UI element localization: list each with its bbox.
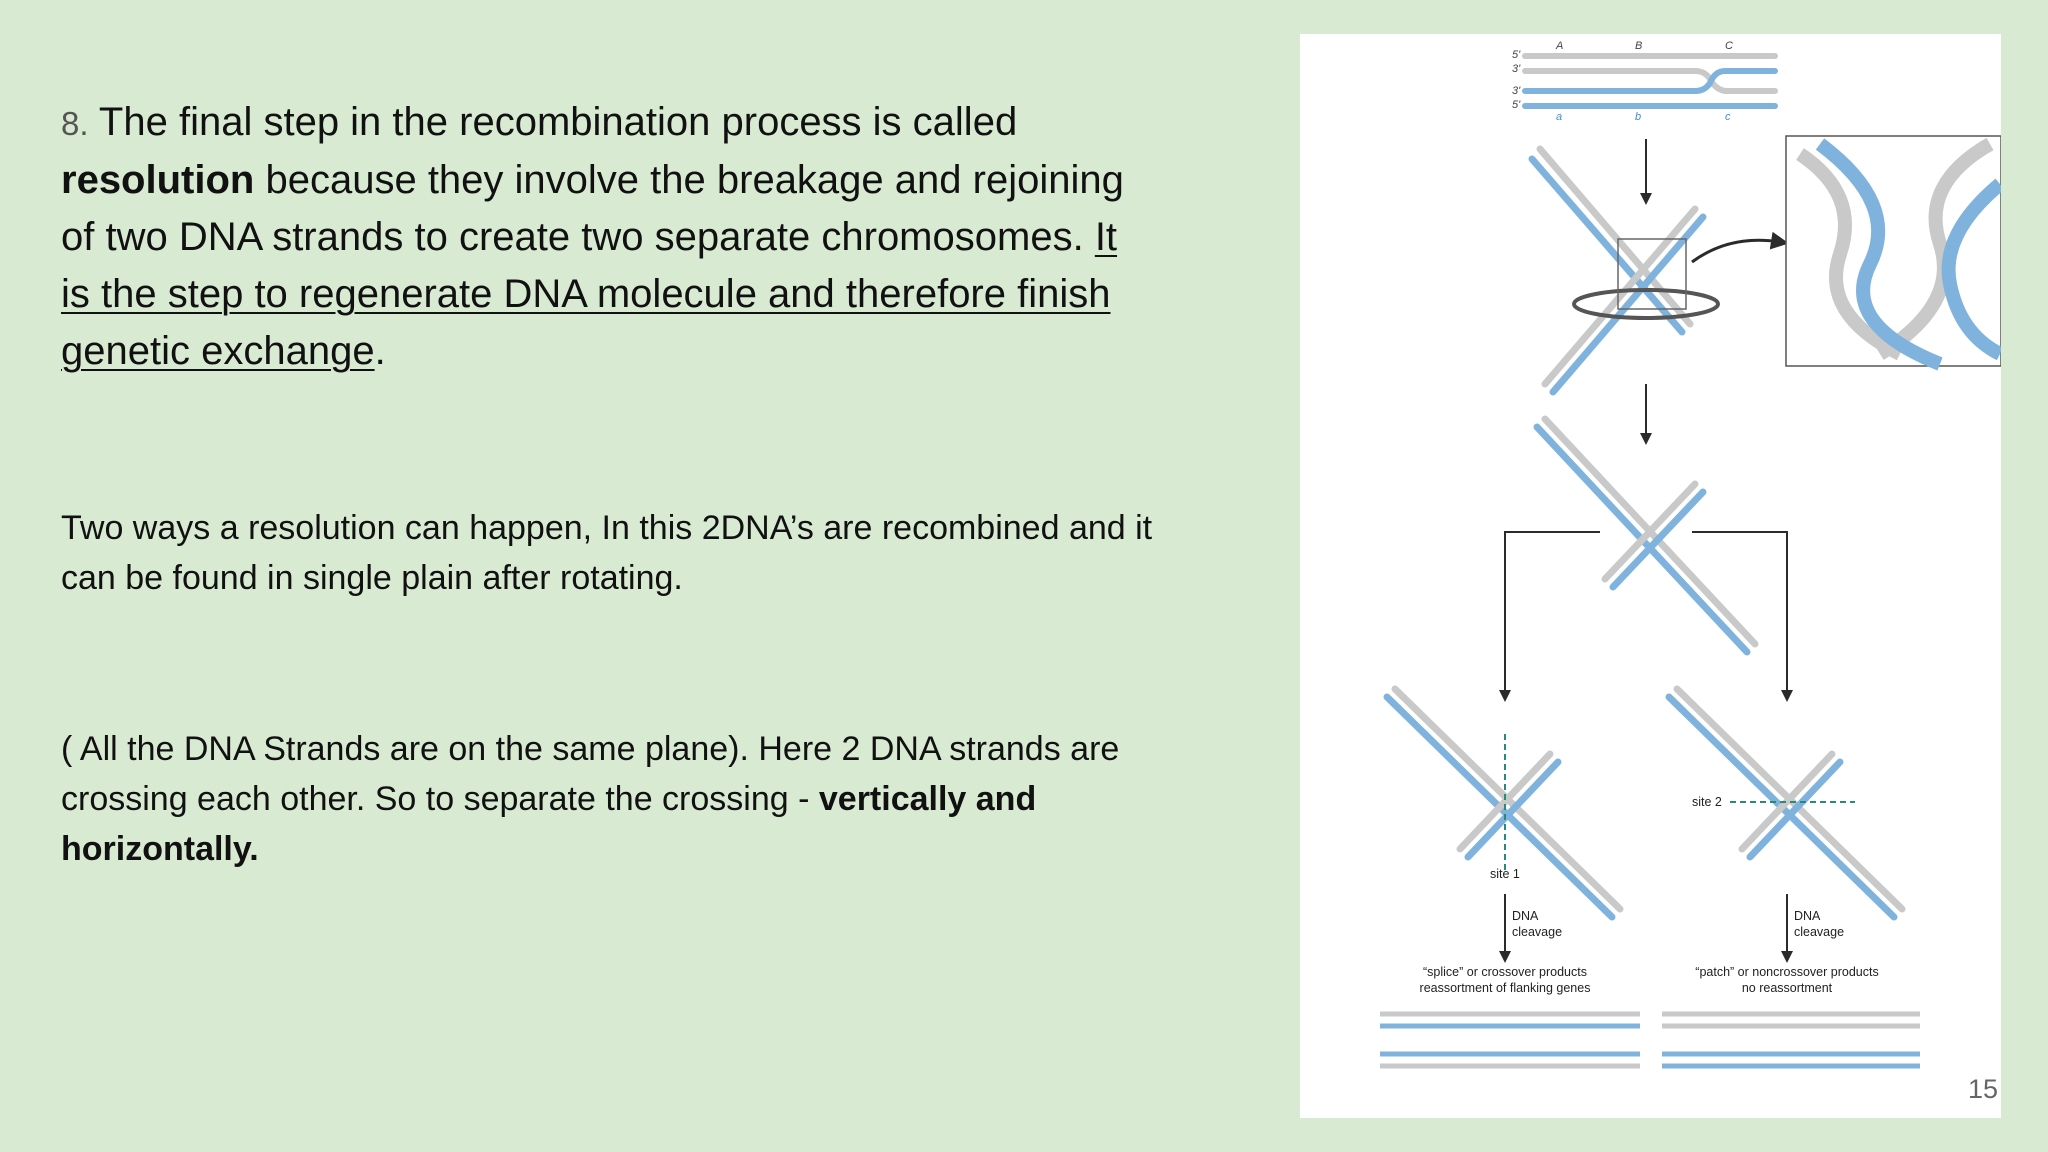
crossover-products xyxy=(1380,1011,1640,1069)
step-end: . xyxy=(374,329,386,373)
end-label-mid-5: 5' xyxy=(1512,99,1521,111)
cleavage-left-2: cleavage xyxy=(1512,925,1562,939)
end-label-top-5: 5' xyxy=(1512,49,1521,61)
label-a: a xyxy=(1556,111,1562,123)
label-A: A xyxy=(1555,40,1563,52)
caption-left-2: reassortment of flanking genes xyxy=(1420,981,1591,995)
label-B: B xyxy=(1635,40,1642,52)
site2-label: site 2 xyxy=(1692,795,1722,809)
site2-junction: site 2 xyxy=(1665,685,1906,921)
top-duplex: 5' 3' 3' 5' A B C a b c xyxy=(1512,40,1778,123)
plane-paragraph: ( All the DNA Strands are on the same pl… xyxy=(61,724,1181,874)
label-C: C xyxy=(1725,40,1733,52)
noncrossover-products xyxy=(1662,1011,1920,1069)
caption-left-1: “splice” or crossover products xyxy=(1423,965,1587,979)
label-b: b xyxy=(1635,111,1641,123)
step-paragraph: 8. The final step in the recombination p… xyxy=(61,94,1151,380)
cleavage-left-1: DNA xyxy=(1512,909,1539,923)
plane-bold-text: vertically and horizontally. xyxy=(61,780,1037,868)
step-sentence-2: because they involve the breakage and re… xyxy=(61,158,1124,259)
resolution-diagram: 5' 3' 3' 5' A B C a b c xyxy=(1300,34,2001,1118)
step-sentence-1: The final step in the recombination proc… xyxy=(98,100,1018,144)
plane-text: ( All the DNA Strands are on the same pl… xyxy=(61,730,1120,818)
page-number: 15 xyxy=(1968,1074,1999,1104)
end-label-mid-3: 3' xyxy=(1512,85,1521,97)
resolution-term: resolution xyxy=(61,158,255,202)
holliday-junction-planar xyxy=(1533,415,1759,656)
step-number: 8. xyxy=(61,105,89,142)
resolution-diagram-svg: 5' 3' 3' 5' A B C a b c xyxy=(1380,40,2001,1069)
label-c: c xyxy=(1725,111,1731,123)
site1-junction: site 1 xyxy=(1383,685,1624,921)
site1-label: site 1 xyxy=(1490,867,1520,881)
end-label-top-3: 3' xyxy=(1512,63,1521,75)
step-underlined-sentence: It is the step to regenerate DNA molecul… xyxy=(61,215,1118,373)
caption-right-2: no reassortment xyxy=(1742,981,1833,995)
holliday-junction-3d xyxy=(1528,135,2001,396)
cleavage-right-1: DNA xyxy=(1794,909,1821,923)
ways-paragraph: Two ways a resolution can happen, In thi… xyxy=(61,509,1153,597)
caption-right-1: “patch” or noncrossover products xyxy=(1695,965,1878,979)
cleavage-right-2: cleavage xyxy=(1794,925,1844,939)
